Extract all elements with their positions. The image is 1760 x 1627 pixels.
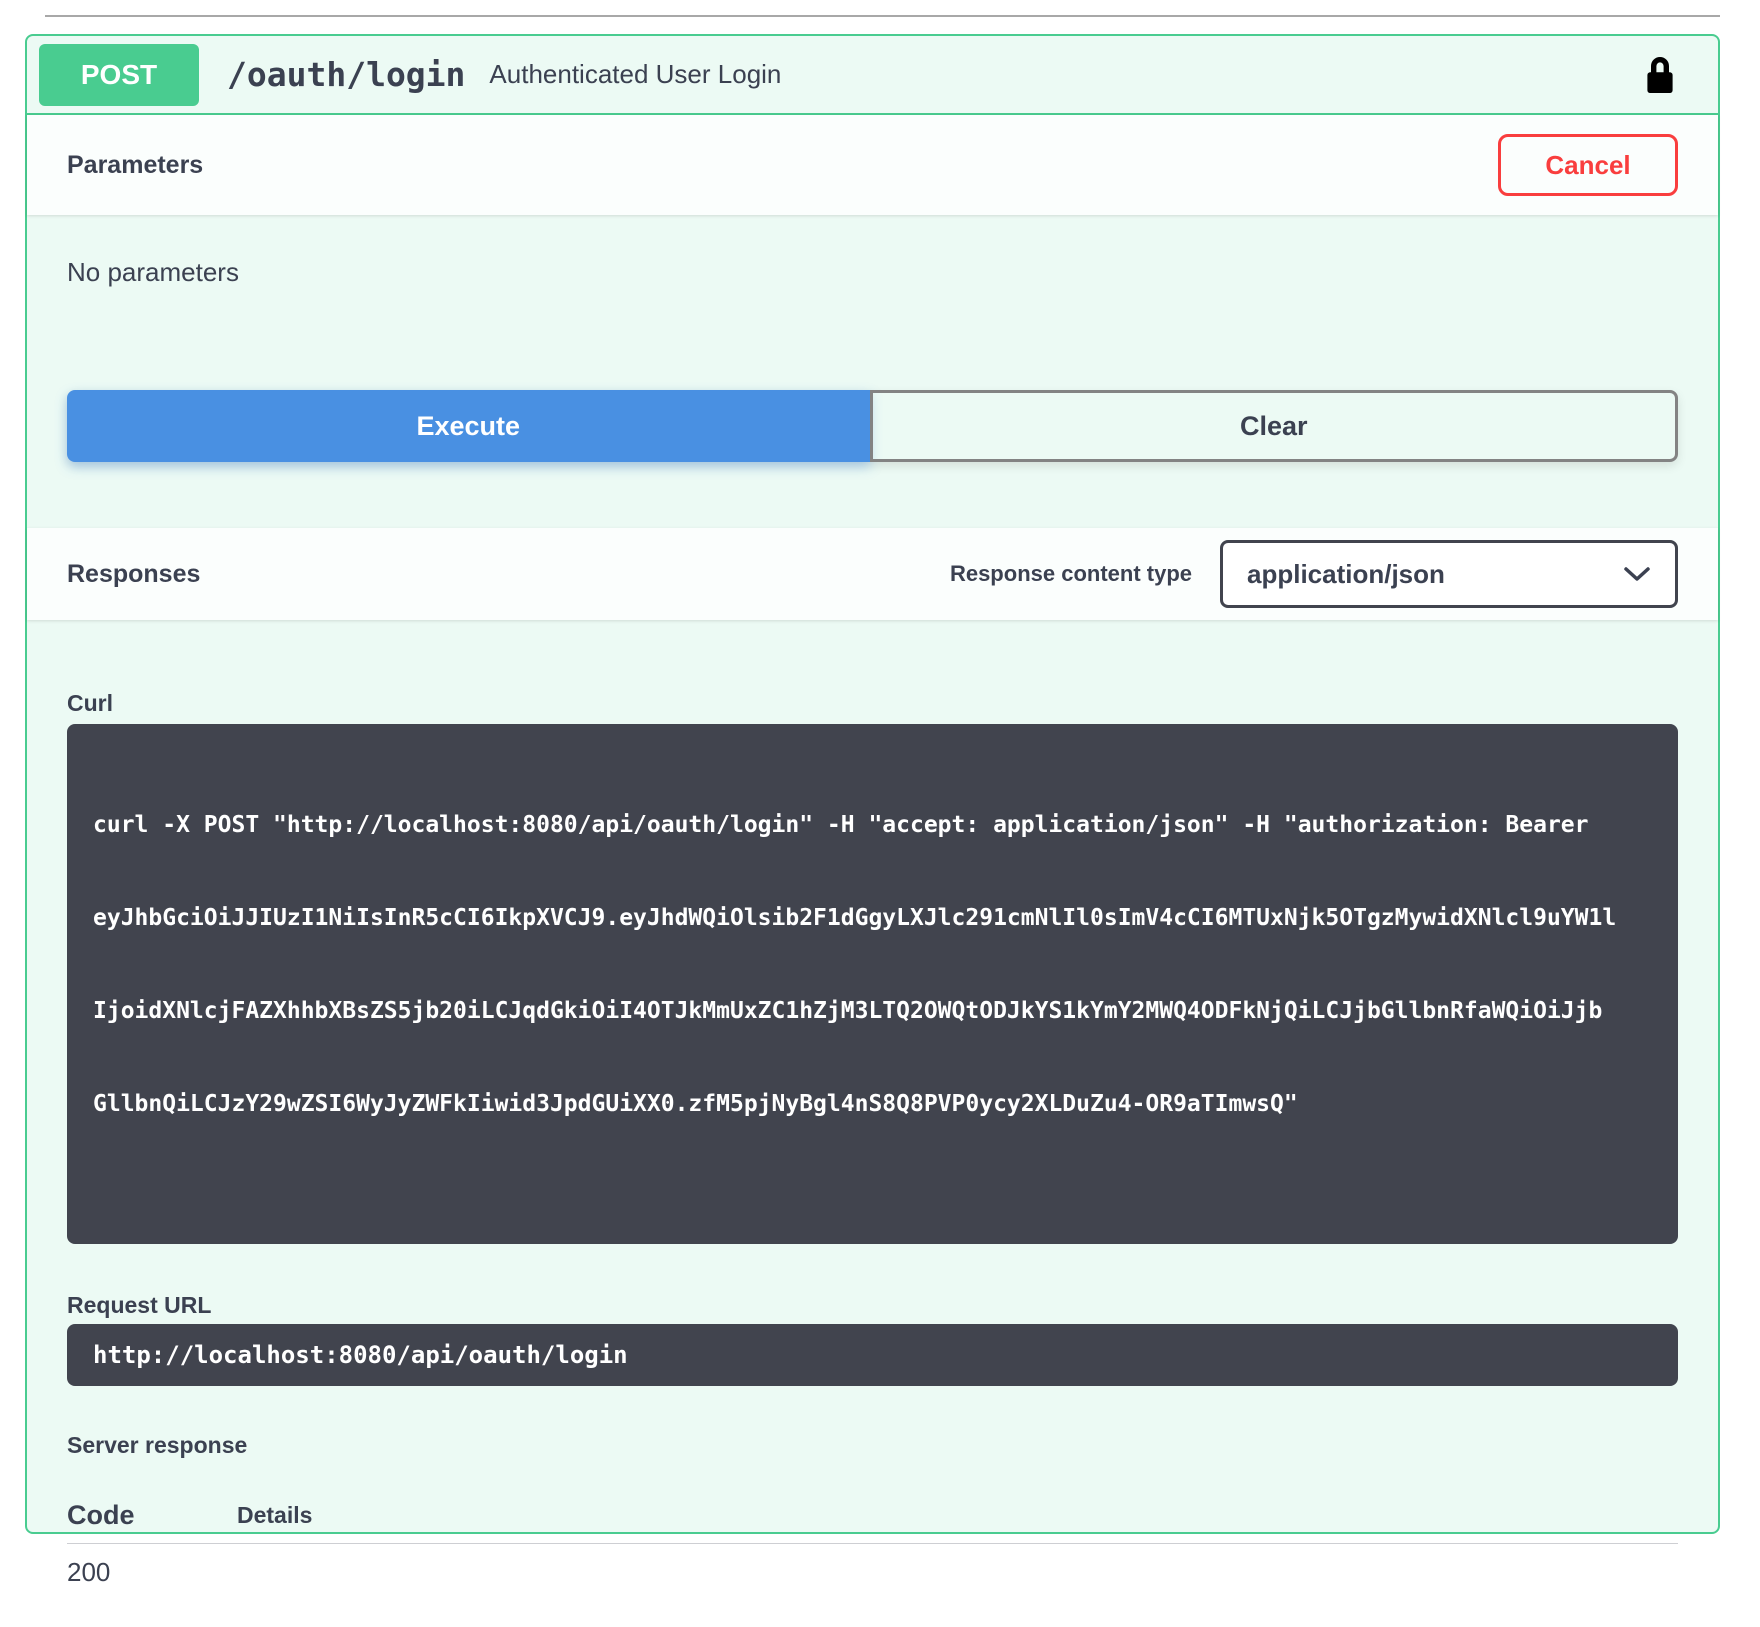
parameters-title: Parameters (67, 150, 204, 179)
endpoint-summary-bar[interactable]: POST /oauth/login Authenticated User Log… (27, 36, 1718, 115)
details-column-header: Details (237, 1502, 313, 1528)
lock-icon[interactable] (1642, 53, 1692, 97)
curl-line: IjoidXNlcjFAZXhhbXBsZS5jb20iLCJqdGkiOiI4… (93, 998, 1603, 1024)
clear-button[interactable]: Clear (869, 390, 1678, 462)
endpoint-path[interactable]: /oauth/login (227, 55, 466, 94)
server-response-label: Server response (67, 1432, 248, 1458)
responses-title: Responses (67, 559, 201, 588)
chevron-down-icon (1623, 566, 1651, 583)
responses-body: Curl curl -X POST "http://localhost:8080… (27, 690, 1718, 1627)
parameters-body: No parameters Execute Clear (27, 215, 1718, 528)
execute-clear-row: Execute Clear (67, 390, 1678, 462)
response-content-type-value: application/json (1247, 558, 1445, 589)
response-content-type-select[interactable]: application/json (1220, 540, 1678, 608)
server-response-table-header: Code Details (67, 1488, 1678, 1544)
curl-line: eyJhbGciOiJJIUzI1NiIsInR5cCI6IkpXVCJ9.ey… (93, 905, 1617, 931)
response-status-code: 200 (67, 1557, 111, 1587)
response-content-type-label: Response content type (949, 561, 1192, 586)
parameters-header-bar: Parameters Cancel (27, 115, 1718, 215)
curl-line: curl -X POST "http://localhost:8080/api/… (93, 812, 1589, 838)
response-content-type-group: Response content type application/json (950, 540, 1678, 608)
curl-line: GllbnQiLCJzY29wZSI6WyJyZWFkIiwid3JpdGUiX… (93, 1091, 1298, 1117)
endpoint-summary: Authenticated User Login (489, 59, 782, 89)
responses-header-bar: Responses Response content type applicat… (27, 528, 1718, 620)
request-url-label: Request URL (67, 1292, 212, 1318)
code-column-header: Code (67, 1500, 135, 1530)
opblock-post-oauth-login: POST /oauth/login Authenticated User Log… (25, 34, 1720, 1587)
section-divider (45, 15, 1720, 17)
method-badge[interactable]: POST (39, 43, 199, 106)
cancel-button[interactable]: Cancel (1498, 134, 1678, 196)
curl-command[interactable]: curl -X POST "http://localhost:8080/api/… (67, 724, 1678, 1244)
curl-label: Curl (67, 690, 113, 716)
no-parameters-text: No parameters (67, 257, 239, 287)
request-url-value: http://localhost:8080/api/oauth/login (67, 1324, 1678, 1386)
execute-button[interactable]: Execute (67, 390, 870, 462)
